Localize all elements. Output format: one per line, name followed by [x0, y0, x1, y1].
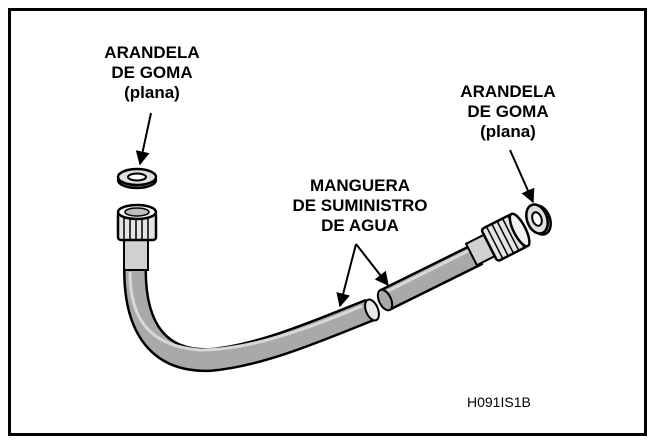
label-left-washer-line-1: ARANDELA — [104, 43, 200, 62]
label-left-washer-line-2: DE GOMA — [111, 63, 193, 82]
label-left-washer: ARANDELA DE GOMA (plana) — [92, 43, 212, 103]
leader-arrow-left-washer — [135, 112, 152, 166]
left-rubber-washer — [116, 167, 158, 190]
right-rubber-washer — [525, 203, 552, 236]
leader-arrow-right-washer — [509, 149, 535, 204]
hose-right-segment — [376, 243, 484, 312]
figure-code: H091IS1B — [467, 394, 531, 410]
label-water-supply-hose: MANGUERA DE SUMINISTRO DE AGUA — [275, 176, 445, 236]
label-hose-line-1: MANGUERA — [309, 176, 411, 195]
label-right-washer: ARANDELA DE GOMA (plana) — [446, 82, 570, 142]
label-hose-line-2: DE SUMINISTRO — [292, 196, 428, 215]
label-hose-line-3: DE AGUA — [321, 216, 399, 235]
right-hose-fitting — [464, 212, 531, 267]
leader-arrow-hose-2 — [355, 243, 389, 287]
hose-left-segment — [123, 269, 380, 373]
label-left-washer-line-3: (plana) — [124, 83, 180, 102]
label-right-washer-line-3: (plana) — [480, 122, 536, 141]
label-right-washer-line-1: ARANDELA — [460, 82, 556, 101]
label-right-washer-line-2: DE GOMA — [467, 102, 549, 121]
left-hose-fitting — [116, 203, 158, 271]
leader-arrow-hose-1 — [336, 243, 357, 308]
